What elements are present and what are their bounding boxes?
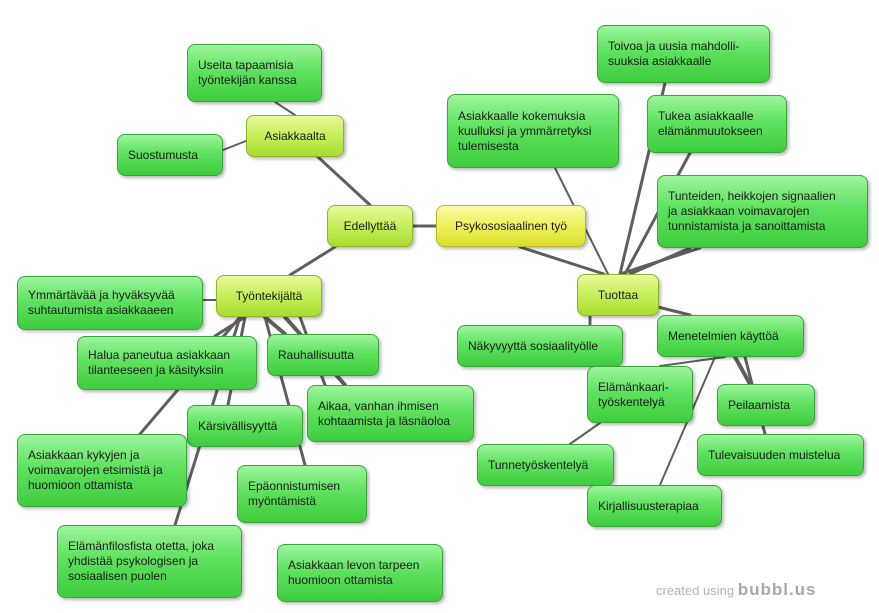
connector-line [518,245,606,276]
node-epaonnistumisen[interactable]: Epäonnistumisen myöntämistä [237,465,367,523]
node-halua-paneutua[interactable]: Halua paneutua asiakkaan tilanteeseen ja… [77,336,257,390]
node-edellyttaa[interactable]: Edellyttää [327,205,413,247]
node-aikaa[interactable]: Aikaa, vanhan ihmisen kohtaamista ja läs… [307,385,474,442]
connector-line [618,246,702,276]
node-asiakkaalta[interactable]: Asiakkaalta [246,115,344,157]
node-elamankaari[interactable]: Elämänkaari- työskentelyä [587,366,693,423]
node-kykyjen[interactable]: Asiakkaan kykyjen ja voimavarojen etsimi… [17,434,187,507]
node-suostumusta[interactable]: Suostumusta [117,134,223,176]
node-tulevaisuuden-muistelua[interactable]: Tulevaisuuden muistelua [697,434,864,476]
node-levon-tarpeen[interactable]: Asiakkaan levon tarpeen huomioon ottamis… [277,544,443,602]
credit-brand-logo: bubbl.us [737,580,817,599]
connector-line [263,315,287,336]
node-nakyvyytta[interactable]: Näkyvyyttä sosiaalityölle [457,325,623,367]
node-tunnetyoskentelya[interactable]: Tunnetyöskentelyä [477,444,614,486]
node-karsivallisyytta[interactable]: Kärsivällisyyttä [187,405,303,447]
node-elamanfilosofia[interactable]: Elämänfilosfista otetta, joka yhdistää p… [57,525,242,598]
node-kokemuksia[interactable]: Asiakkaalle kokemuksia kuulluksi ja ymmä… [447,94,619,168]
node-ymmartavaa[interactable]: Ymmärtävää ja hyväksyvää suhtautumista a… [17,276,203,330]
node-rauhallisuutta[interactable]: Rauhallisuutta [267,334,379,376]
connector-line [274,101,296,116]
bubblus-credit: created using bubbl.us [656,580,817,600]
connector-line [569,422,601,445]
connector-line [316,155,372,207]
node-useita-tapaamisia[interactable]: Useita tapaamisia työntekijän kanssa [187,44,322,102]
node-peilaamista[interactable]: Peilaamista [717,384,815,426]
node-tuottaa[interactable]: Tuottaa [577,274,659,316]
node-menetelmien-kayttoa[interactable]: Menetelmien käyttöä [657,315,804,357]
node-psykososiaalinen-tyo[interactable]: Psykososiaalinen työ [436,205,586,247]
connector-line [222,140,247,151]
connector-line [733,355,752,386]
node-kirjallisuusterapiaa[interactable]: Kirjallisuusterapiaa [587,485,722,527]
node-toivoa[interactable]: Toivoa ja uusia mahdolli- suuksia asiakk… [597,25,770,83]
connector-line [288,245,337,277]
node-tukea[interactable]: Tukea asiakkaalle elämänmuutokseen [647,95,787,153]
node-tyontekijalta[interactable]: Työntekijältä [216,275,322,317]
credit-prefix: created using [656,583,735,598]
node-tunteiden[interactable]: Tunteiden, heikkojen signaalien ja asiak… [657,175,868,248]
